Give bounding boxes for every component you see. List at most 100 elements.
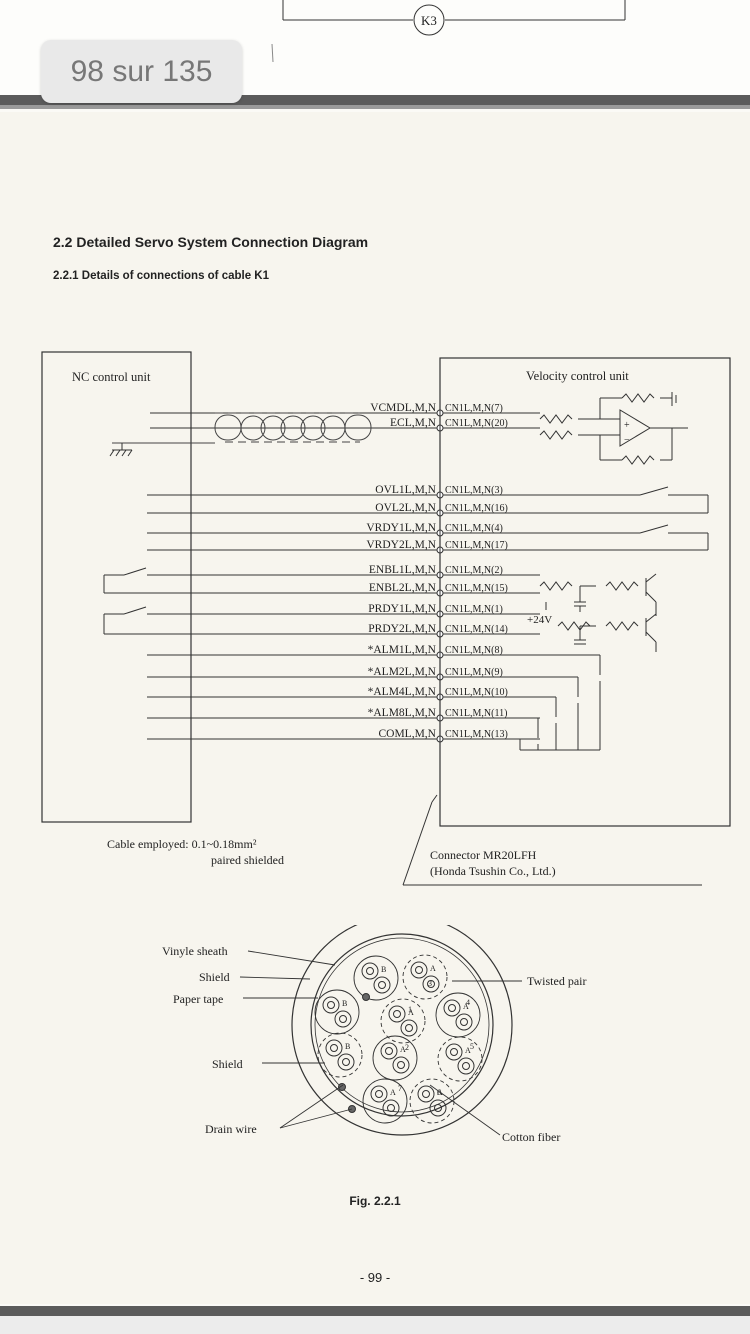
connector-pin-label: CN1L,M,N(1) (445, 604, 503, 615)
cable-label-group: Cable employed: 0.1~0.18mm² (107, 837, 256, 852)
velocity-control-unit-label: Velocity control unit (526, 369, 629, 383)
next-page-edge (0, 1316, 750, 1334)
twisted-pair-label: Twisted pair (527, 974, 586, 988)
pair-letter: A (408, 1008, 414, 1017)
ground-symbol (109, 443, 133, 457)
switch-contact (123, 606, 147, 615)
cross-section-labels: Vinyle sheath Shield Paper tape Shield D… (162, 944, 586, 1144)
connector-pin-label: CN1L,M,N(3) (445, 485, 503, 496)
cable-spec-type: paired shielded (211, 853, 284, 867)
connection-diagram: NC control unit Velocity control unit VC… (41, 351, 731, 886)
page-indicator-badge: 98 sur 135 (41, 40, 242, 103)
leader-lines (239, 950, 522, 1136)
connector-model-label: Connector MR20LFH (430, 848, 537, 862)
paper-tape-ring (314, 937, 490, 1113)
connector-pin-label: CN1L,M,N(16) (445, 503, 508, 514)
relay-contact (639, 524, 669, 534)
signal-name: ENBL1L,M,N (369, 564, 437, 576)
pair-number: 6 (437, 1088, 441, 1097)
pair-letter: A (463, 1002, 469, 1011)
vinyl-sheath-ring (291, 925, 513, 1136)
nc-control-unit-label: NC control unit (72, 370, 151, 384)
pair-letter: A (465, 1046, 471, 1055)
figure-caption: Fig. 2.2.1 (349, 1194, 401, 1208)
connector-pin-label: CN1L,M,N(14) (445, 624, 508, 635)
pair-letter: A (430, 964, 436, 973)
signal-name: *ALM1L,M,N (368, 644, 437, 656)
twisted-pair-A1: A (380, 998, 426, 1044)
twisted-pair-B2: B (314, 989, 360, 1035)
connector-pin-label: CN1L,M,N(10) (445, 687, 508, 698)
signal-name: *ALM2L,M,N (368, 666, 437, 678)
signal-name: OVL2L,M,N (375, 502, 436, 514)
twisted-pair-A4: A (435, 992, 481, 1038)
page-number: - 99 - (359, 1270, 391, 1285)
cotton-fiber-label: Cotton fiber (502, 1130, 560, 1144)
connector-pointer (402, 794, 702, 886)
section-heading: 2.2 Detailed Servo System Connection Dia… (53, 234, 369, 250)
pair-letter: B (381, 965, 386, 974)
connector-pin-label: CN1L,M,N(2) (445, 565, 503, 576)
bottom-page-separator (0, 1306, 750, 1316)
connector-pin-label: CN1L,M,N(4) (445, 523, 503, 534)
shield-ring (310, 933, 494, 1117)
signal-name: *ALM8L,M,N (368, 707, 437, 719)
signal-name: OVL1L,M,N (375, 484, 436, 496)
signal-name: VRDY1L,M,N (366, 522, 436, 534)
pair-number: 2 (405, 1043, 409, 1052)
signal-labels: VCMDL,M,N CN1L,M,N(7) ECL,M,N CN1L,M,N(20) O… (366, 402, 507, 740)
drain-wire-dot (338, 1083, 346, 1091)
pair-number: 1 (408, 1005, 412, 1014)
nc-control-unit-box (41, 351, 192, 823)
previous-page-connector-label: K3 (421, 13, 437, 28)
signal-name: ENBL2L,M,N (369, 582, 437, 594)
previous-page-drawing: K3 (271, 0, 626, 63)
pair-number: 5 (470, 1042, 474, 1051)
connector-pin-label: CN1L,M,N(9) (445, 667, 503, 678)
drive-transistor-circuit (539, 573, 657, 652)
connector-pin-label: CN1L,M,N(13) (445, 729, 508, 740)
drain-wire-dot (362, 993, 370, 1001)
opamp-minus-sign: − (624, 435, 630, 446)
twisted-pair-A5: A (437, 1036, 483, 1082)
signal-wires (103, 358, 709, 826)
shield-inner-label: Shield (212, 1057, 243, 1071)
connector-pin-label: CN1L,M,N(15) (445, 583, 508, 594)
opamp-plus-sign: + (624, 420, 630, 431)
paper-tape-label: Paper tape (173, 992, 223, 1006)
connector-pin-label: CN1L,M,N(17) (445, 540, 508, 551)
shield-outer-label: Shield (199, 970, 230, 984)
signal-name: ECL,M,N (390, 417, 437, 429)
connector-pin-label: CN1L,M,N(8) (445, 645, 503, 656)
twisted-pair-B3: B (353, 955, 399, 1001)
pair-letter: A (400, 1045, 406, 1054)
pair-letter: B (342, 999, 347, 1008)
cable-spec-size: 0.1~0.18mm² (191, 837, 257, 851)
pair-letter: B (345, 1042, 350, 1051)
connector-pin-label: CN1L,M,N(7) (445, 403, 503, 414)
twisted-pair-A7: A (362, 1078, 408, 1124)
signal-name: VCMDL,M,N (370, 402, 437, 414)
signal-name: VRDY2L,M,N (366, 539, 436, 551)
subsection-heading: 2.2.1 Details of connections of cable K1 (53, 270, 270, 282)
signal-name: PRDY1L,M,N (368, 603, 436, 615)
document-page (0, 112, 750, 1304)
connector-maker-label: (Honda Tsushin Co., Ltd.) (430, 864, 556, 878)
velocity-amplifier-circuit (539, 392, 688, 465)
pair-number: 7 (398, 1084, 402, 1093)
relay-contact (639, 486, 669, 496)
vinyl-sheath-label: Vinyle sheath (162, 944, 228, 958)
cable-employed-label: Cable employed: (107, 837, 189, 851)
pair-number: 3 (428, 979, 432, 988)
drain-wire-label: Drain wire (205, 1122, 257, 1136)
twisted-pair-B1: B (317, 1032, 363, 1078)
signal-name: COML,M,N (378, 728, 436, 740)
page-separator-shadow (0, 105, 750, 109)
twisted-pair-A3: A (402, 954, 448, 1000)
connector-pin-label: CN1L,M,N(20) (445, 418, 508, 429)
signal-name: PRDY2L,M,N (368, 623, 436, 635)
connector-pin-label: CN1L,M,N(11) (445, 708, 507, 719)
switch-contact (123, 567, 147, 576)
supply-voltage-label: +24V (527, 614, 552, 626)
